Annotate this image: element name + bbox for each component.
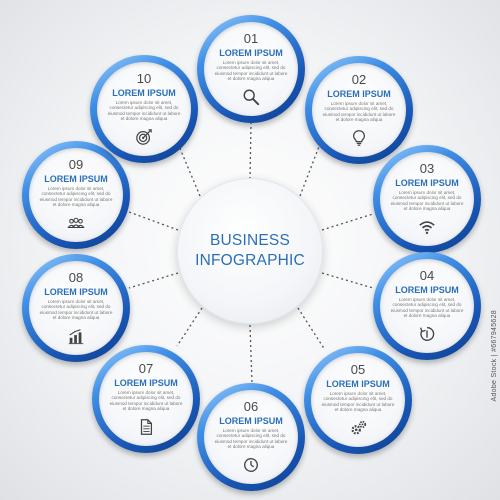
center-hub: BUSINESS INFOGRAPHIC — [177, 178, 323, 324]
step-number: 01 — [243, 31, 259, 46]
step-text: Lorem ipsum dolor sit amet, consectetur … — [109, 390, 183, 412]
step-text: Lorem ipsum dolor sit amet, consectetur … — [390, 297, 464, 319]
step-text: Lorem ipsum dolor sit amet, consectetur … — [107, 100, 181, 122]
step-04: 04 LOREM IPSUM Lorem ipsum dolor sit ame… — [373, 252, 481, 360]
step-number: 03 — [419, 161, 435, 176]
lightbulb-icon — [352, 129, 366, 146]
step-title: LOREM IPSUM — [219, 416, 283, 426]
step-title: LOREM IPSUM — [395, 285, 459, 295]
center-title-line1: BUSINESS — [210, 232, 290, 249]
step-text: Lorem ipsum dolor sit amet, consectetur … — [39, 186, 113, 208]
step-number: 06 — [243, 399, 259, 414]
magnifier-icon — [243, 89, 260, 105]
team-icon — [67, 217, 85, 228]
step-title: LOREM IPSUM — [44, 174, 108, 184]
step-09: 09 LOREM IPSUM Lorem ipsum dolor sit ame… — [22, 141, 130, 249]
bar-chart-icon — [68, 328, 84, 344]
step-number: 10 — [136, 71, 152, 86]
recycle-icon — [420, 326, 435, 341]
step-02: 02 LOREM IPSUM Lorem ipsum dolor sit ame… — [305, 56, 413, 164]
step-title: LOREM IPSUM — [219, 48, 283, 58]
step-number: 08 — [68, 270, 84, 285]
step-07: 07 LOREM IPSUM Lorem ipsum dolor sit ame… — [92, 345, 200, 453]
step-01: 01 LOREM IPSUM Lorem ipsum dolor sit ame… — [197, 15, 305, 123]
clock-icon — [244, 457, 258, 472]
step-10: 10 LOREM IPSUM Lorem ipsum dolor sit ame… — [90, 55, 198, 163]
step-title: LOREM IPSUM — [44, 287, 108, 297]
step-text: Lorem ipsum dolor sit amet, consectetur … — [214, 60, 288, 82]
document-icon — [140, 418, 153, 435]
step-number: 04 — [419, 268, 435, 283]
center-title-line2: INFOGRAPHIC — [195, 252, 305, 269]
step-number: 02 — [351, 72, 367, 87]
step-text: Lorem ipsum dolor sit amet, consectetur … — [214, 428, 288, 450]
step-05: 05 LOREM IPSUM Lorem ipsum dolor sit ame… — [304, 346, 412, 454]
step-number: 07 — [138, 361, 154, 376]
step-title: LOREM IPSUM — [112, 88, 176, 98]
step-03: 03 LOREM IPSUM Lorem ipsum dolor sit ame… — [373, 145, 481, 253]
step-06: 06 LOREM IPSUM Lorem ipsum dolor sit ame… — [197, 383, 305, 491]
step-text: Lorem ipsum dolor sit amet, consectetur … — [390, 190, 464, 212]
step-number: 05 — [350, 362, 366, 377]
target-icon — [136, 128, 152, 145]
step-text: Lorem ipsum dolor sit amet, consectetur … — [322, 101, 396, 123]
step-text: Lorem ipsum dolor sit amet, consectetur … — [321, 391, 395, 413]
step-text: Lorem ipsum dolor sit amet, consectetur … — [39, 299, 113, 321]
wifi-icon — [419, 220, 435, 234]
step-08: 08 LOREM IPSUM Lorem ipsum dolor sit ame… — [22, 254, 130, 362]
watermark: Adobe Stock | #667945628 — [491, 310, 498, 402]
step-title: LOREM IPSUM — [395, 178, 459, 188]
step-title: LOREM IPSUM — [326, 379, 390, 389]
step-title: LOREM IPSUM — [327, 89, 391, 99]
step-number: 09 — [68, 157, 84, 172]
gears-icon — [351, 420, 367, 435]
step-title: LOREM IPSUM — [114, 378, 178, 388]
